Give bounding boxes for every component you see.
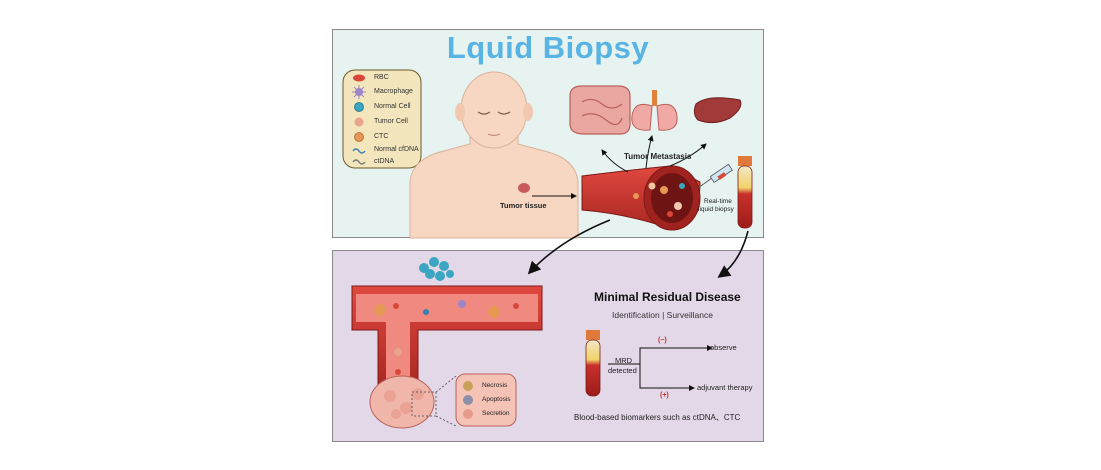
human-figure: [409, 71, 579, 239]
adjuvant-therapy-label: adjuvant therapy: [697, 383, 753, 392]
mrd-subtitle: Identification | Surveillance: [612, 310, 713, 320]
realtime-label-line2: liquid biopsy: [698, 206, 734, 213]
necrosis-icon: [463, 381, 473, 391]
intestine-icon: [569, 85, 631, 135]
apoptosis-icon: [463, 395, 473, 405]
legend-ctdna: ctDNA: [374, 158, 395, 165]
tumor-cell-icon: [354, 117, 364, 127]
cell-fate-box: [455, 373, 517, 427]
biomarkers-label: Blood-based biomarkers such as ctDNA、CTC: [574, 413, 741, 422]
legend-normal-cell: Normal Cell: [374, 103, 411, 110]
legend-rbc: RBC: [374, 74, 389, 81]
realtime-label-line1: Real-time: [704, 198, 732, 205]
tumor-tissue-icon: [518, 183, 530, 193]
apoptosis-label: Apoptosis: [482, 396, 511, 403]
ctdna-icon: [352, 159, 366, 165]
blood-tube-bottom: [585, 330, 601, 397]
lungs-icon: [631, 90, 678, 131]
mrd-detected-line2: detected: [608, 366, 637, 375]
secretion-label: Secretion: [482, 410, 510, 417]
tumor-mass: [369, 375, 437, 429]
legend-box: [342, 69, 422, 169]
legend-ctc: CTC: [374, 133, 389, 140]
syringe-icon: [697, 163, 733, 189]
legend-normal-cfdna: Normal cfDNA: [374, 146, 419, 153]
liver-icon: [693, 97, 742, 124]
negative-sign: (−): [658, 337, 667, 344]
positive-sign: (+): [660, 392, 669, 399]
blood-vessel-bottom: [351, 285, 543, 393]
mrd-title: Minimal Residual Disease: [594, 290, 741, 304]
vessel-cross-section: [581, 165, 701, 231]
mrd-detected-line1: MRD: [615, 356, 633, 365]
observe-label: observe: [710, 343, 737, 352]
necrosis-label: Necrosis: [482, 382, 508, 389]
normal-cell-icon: [354, 102, 364, 112]
normal-cells-cluster: [419, 257, 454, 281]
blood-tube-top: [737, 156, 753, 229]
tumor-metastasis-label: Tumor Metastasis: [624, 152, 692, 161]
normal-cfdna-icon: [352, 148, 366, 154]
ctc-icon: [354, 132, 364, 142]
macrophage-icon: [352, 85, 366, 99]
legend-tumor-cell: Tumor Cell: [374, 118, 408, 125]
rbc-icon: [353, 74, 365, 82]
tumor-tissue-label: Tumor tissue: [500, 201, 547, 210]
page-title: Lquid Biopsy: [446, 30, 650, 65]
secretion-icon: [463, 409, 473, 419]
legend-macrophage: Macrophage: [374, 88, 413, 95]
